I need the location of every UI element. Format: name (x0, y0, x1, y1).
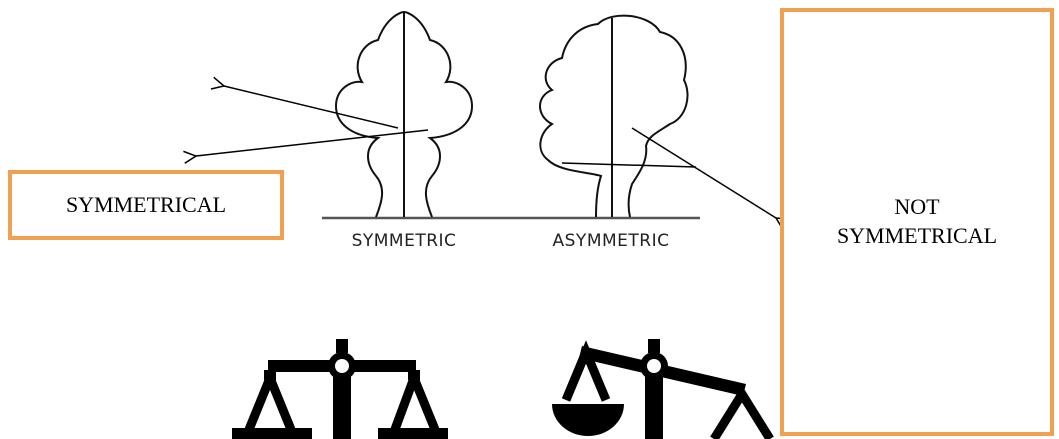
not-symmetrical-label-line2: SYMMETRICAL (837, 222, 997, 251)
symmetric-tree-icon (336, 12, 472, 217)
arrow-not-symmetric (632, 128, 776, 218)
arrow-lower (196, 130, 428, 156)
tilted-scale-icon (552, 339, 770, 439)
symmetric-caption: SYMMETRIC (352, 231, 457, 251)
arrow-upper (224, 86, 398, 128)
balanced-scale-icon (232, 339, 448, 439)
asymmetric-measure-line (562, 163, 696, 167)
symmetrical-label-box: SYMMETRICAL (8, 170, 284, 240)
not-symmetrical-label-line1: NOT (894, 193, 939, 222)
asymmetric-caption: ASYMMETRIC (553, 231, 670, 251)
asymmetric-tree-icon (540, 16, 688, 217)
not-symmetrical-label-box: NOT SYMMETRICAL (780, 8, 1054, 436)
symmetrical-label: SYMMETRICAL (66, 191, 226, 220)
